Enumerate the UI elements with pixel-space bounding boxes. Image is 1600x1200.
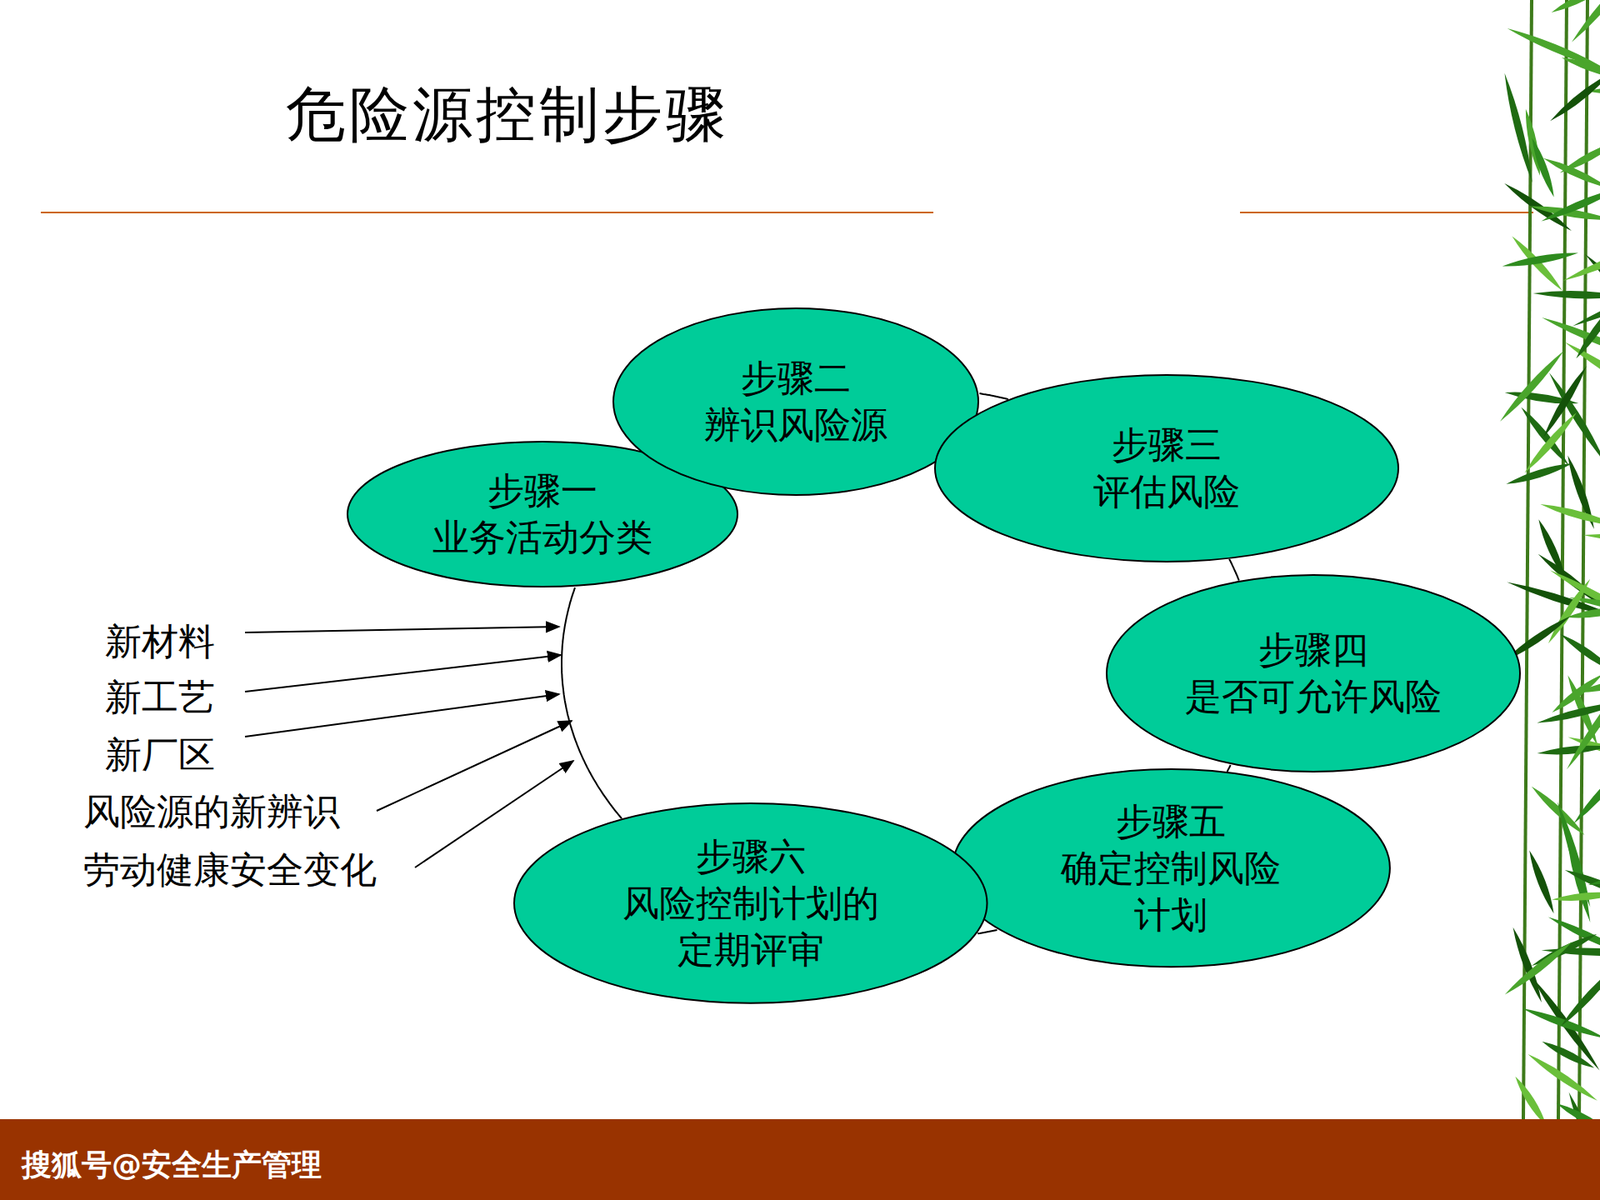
- bamboo-leaf: [1525, 849, 1558, 915]
- bamboo-leaf: [1535, 698, 1600, 727]
- title-rule: [40, 211, 934, 214]
- bamboo-leaf: [1561, 238, 1600, 285]
- input-label: 新材料: [105, 618, 215, 665]
- step-text: 步骤三评估风险: [1093, 421, 1240, 515]
- step-text: 步骤一业务活动分类: [432, 467, 653, 561]
- input-arrow: [245, 626, 560, 633]
- step-number: 步骤六: [616, 833, 885, 880]
- bamboo-leaf: [1541, 155, 1600, 192]
- bamboo-leaf: [1573, 300, 1600, 361]
- ellipse-outline: [514, 803, 988, 1004]
- step-number: 步骤五: [1050, 798, 1292, 845]
- ellipse-outline: [613, 308, 979, 495]
- bamboo-leaf: [1536, 743, 1600, 758]
- ellipse-shape: [1105, 574, 1521, 773]
- step-name: 是否可允许风险: [1185, 673, 1442, 720]
- input-arrow: [245, 655, 561, 692]
- step-number: 步骤二: [704, 355, 888, 402]
- step-number: 步骤四: [1185, 626, 1442, 674]
- footer-bar: [0, 1119, 1600, 1200]
- cycle-arc: [1229, 559, 1240, 581]
- step-ellipse: 步骤二辨识风险源: [612, 307, 980, 496]
- bamboo-leaf: [1582, 531, 1600, 547]
- bamboo-leaf: [1539, 500, 1600, 530]
- bamboo-leaf: [1570, 760, 1600, 826]
- step-text: 步骤六风险控制计划的 定期评审: [616, 833, 885, 974]
- step-number: 步骤三: [1093, 421, 1240, 469]
- ellipse-outline: [935, 375, 1399, 562]
- step-ellipse: 步骤四是否可允许风险: [1105, 574, 1521, 773]
- bamboo-leaf: [1557, 960, 1600, 1029]
- bamboo-leaf: [1558, 630, 1600, 675]
- bamboo-leaf: [1540, 185, 1600, 225]
- step-name: 评估风险: [1093, 468, 1240, 515]
- bamboo-leaf: [1560, 54, 1600, 83]
- bamboo-leaf: [1518, 405, 1572, 469]
- input-label: 劳动健康安全变化: [83, 846, 377, 893]
- bamboo-leaf: [1525, 1050, 1600, 1104]
- step-ellipse: 步骤五确定控制风险 计划: [951, 768, 1391, 968]
- bamboo-leaf: [1521, 410, 1580, 475]
- step-text: 步骤四是否可允许风险: [1185, 626, 1442, 720]
- bamboo-illustration: [1497, 0, 1600, 1179]
- bamboo-leaf: [1587, 860, 1600, 890]
- step-ellipse: 步骤六风险控制计划的 定期评审: [513, 802, 989, 1005]
- cycle-arc: [561, 587, 622, 819]
- input-arrow: [376, 720, 572, 811]
- bamboo-leaf: [1551, 890, 1600, 904]
- step-name: 辨识风险源: [704, 401, 888, 449]
- input-label: 风险源的新辨识: [83, 788, 340, 835]
- diagram-title: 危险源控制步骤: [285, 76, 730, 152]
- ellipse-shape: [934, 374, 1400, 563]
- input-label: 新厂区: [105, 731, 215, 778]
- bamboo-leaf: [1570, 279, 1600, 330]
- ellipse-outline: [952, 769, 1390, 967]
- bamboo-leaf: [1569, 0, 1600, 45]
- bamboo-leaf: [1563, 677, 1600, 771]
- input-arrow: [245, 694, 560, 737]
- cycle-arc: [1227, 765, 1231, 772]
- step-name: 确定控制风险 计划: [1050, 845, 1292, 939]
- bamboo-leaf: [1547, 70, 1600, 125]
- ellipse-shape: [612, 307, 980, 496]
- title-rule: [1240, 211, 1534, 214]
- watermark: 搜狐号@安全生产管理: [21, 1145, 322, 1184]
- step-name: 业务活动分类: [432, 514, 653, 561]
- step-ellipse: 步骤三评估风险: [934, 374, 1400, 563]
- bamboo-leaf: [1558, 138, 1600, 177]
- step-text: 步骤五确定控制风险 计划: [1050, 798, 1292, 939]
- step-text: 步骤二辨识风险源: [704, 355, 888, 449]
- bamboo-leaf: [1505, 460, 1574, 488]
- step-name: 风险控制计划的 定期评审: [616, 880, 885, 974]
- ellipse-outline: [1106, 575, 1520, 772]
- cycle-arc: [977, 930, 997, 934]
- bamboo-leaf: [1528, 136, 1558, 199]
- bamboo-leaf: [1529, 783, 1588, 838]
- bamboo-leaf: [1520, 1005, 1600, 1042]
- bamboo-leaf: [1532, 290, 1600, 300]
- bamboo-leaf: [1501, 249, 1580, 270]
- step-number: 步骤一: [432, 467, 653, 515]
- cycle-arc: [979, 393, 1009, 400]
- bamboo-leaf: [1545, 576, 1594, 645]
- input-label: 新工艺: [105, 674, 215, 720]
- bamboo-leaf: [1502, 939, 1575, 998]
